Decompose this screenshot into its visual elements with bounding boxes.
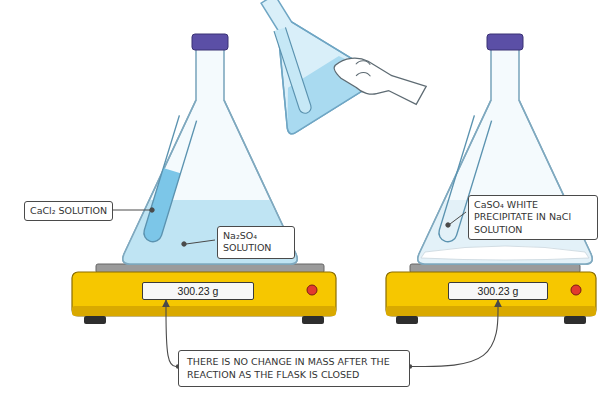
label-text: 300.23 g: [147, 285, 249, 297]
note-box: THERE IS NO CHANGE IN MASS AFTER THE REA…: [178, 350, 410, 387]
label-text: CaCl₂ SOLUTION: [30, 205, 107, 217]
balance-display: 300.23 g: [448, 282, 548, 300]
label-text: Na₂SO₄ SOLUTION: [223, 230, 289, 255]
label-text: CaSO₄ WHITE PRECIPITATE IN NaCl SOLUTION: [474, 199, 592, 236]
leader-arrow: [410, 300, 498, 366]
callout-box: CaSO₄ WHITE PRECIPITATE IN NaCl SOLUTION: [468, 195, 598, 240]
label-text: THERE IS NO CHANGE IN MASS AFTER THE REA…: [187, 355, 401, 382]
leader-arrow: [166, 300, 178, 366]
hand-tilting-flask: [223, 0, 431, 169]
balance-right: [386, 264, 596, 324]
callout-box: CaCl₂ SOLUTION: [24, 201, 113, 221]
flask-before: [123, 34, 297, 264]
balance-display: 300.23 g: [142, 282, 254, 300]
callout-box: Na₂SO₄ SOLUTION: [217, 226, 295, 259]
label-text: 300.23 g: [453, 285, 543, 297]
balance-left: [72, 264, 336, 324]
